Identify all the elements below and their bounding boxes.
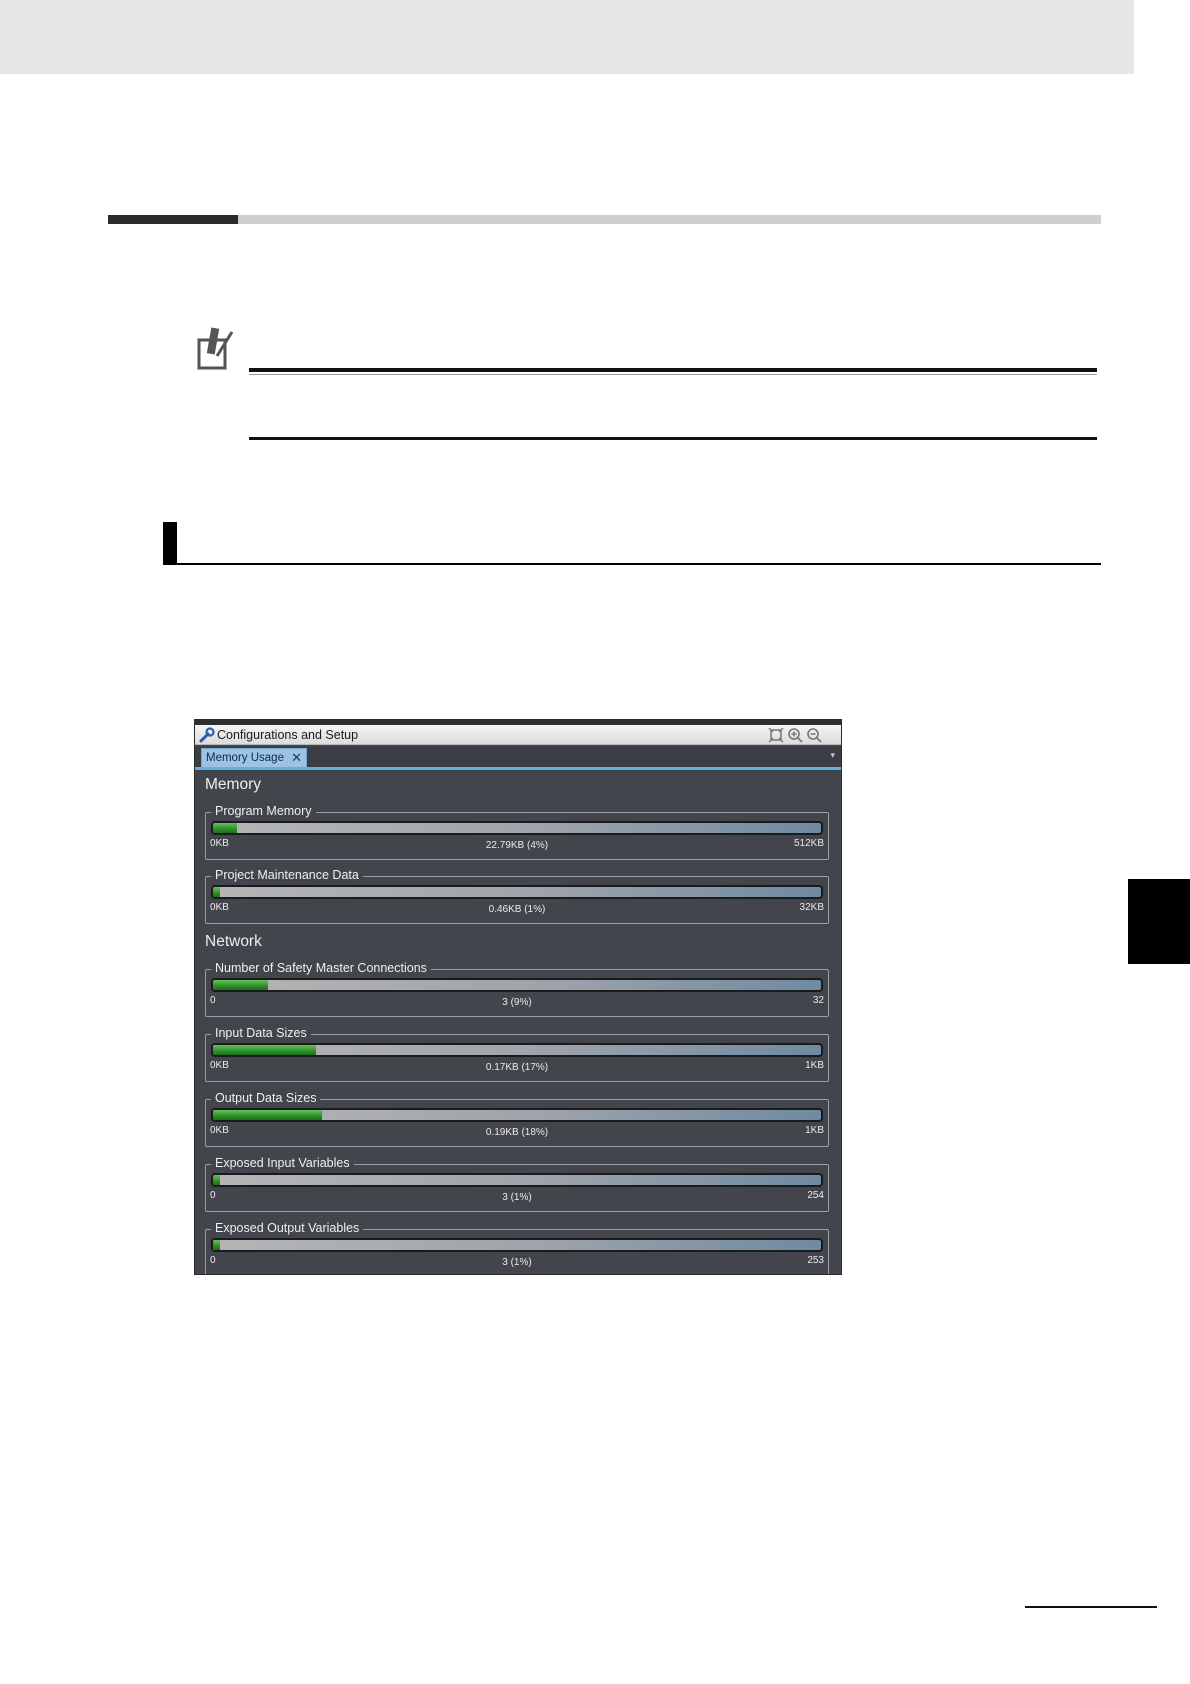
usage-group: Exposed Output Variables 0 3 (1%) 253 — [205, 1221, 829, 1274]
usage-progress-fill — [213, 1110, 323, 1120]
usage-min-label: 0 — [210, 1255, 216, 1266]
usage-progress-bar — [211, 1108, 823, 1122]
footer-rule — [1025, 1606, 1157, 1608]
usage-progress-fill — [213, 823, 238, 833]
usage-value-label: 0.19KB (18%) — [485, 1127, 549, 1138]
window-titlebar[interactable]: Configurations and Setup — [195, 725, 841, 745]
network-heading: Network — [205, 933, 262, 950]
zoom-in-icon[interactable] — [787, 727, 803, 743]
section-heading-rule — [108, 215, 1101, 224]
usage-value-label: 3 (1%) — [502, 1192, 532, 1203]
usage-value-label: 0.17KB (17%) — [485, 1062, 549, 1073]
subsection-marker — [163, 522, 177, 564]
usage-group: Output Data Sizes 0KB 0.19KB (18%) 1KB — [205, 1091, 829, 1147]
usage-max-label: 32KB — [799, 902, 824, 913]
page-header-band — [0, 0, 1134, 74]
window-top-edge — [195, 720, 841, 725]
usage-group: Number of Safety Master Connections 0 3 (9… — [205, 961, 829, 1017]
usage-label: Exposed Input Variables — [211, 1156, 354, 1170]
usage-value-label: 22.79KB (4%) — [485, 840, 549, 851]
usage-progress-bar — [211, 978, 823, 992]
tab-memory-usage[interactable]: Memory Usage ✕ — [201, 748, 307, 768]
usage-progress-bar — [211, 885, 823, 899]
zoom-out-icon[interactable] — [806, 727, 822, 743]
usage-label: Program Memory — [211, 804, 316, 818]
usage-group: Project Maintenance Data 0KB 0.46KB (1%) 32… — [205, 868, 829, 924]
usage-progress-bar — [211, 1238, 823, 1252]
memory-heading: Memory — [205, 776, 261, 793]
fit-window-icon[interactable] — [768, 727, 784, 743]
usage-max-label: 32 — [812, 995, 824, 1006]
usage-progress-fill — [213, 1045, 317, 1055]
memory-usage-window: Configurations and Setup Memory Usage ✕ … — [194, 719, 842, 1275]
usage-value-label: 3 (9%) — [502, 997, 532, 1008]
usage-progress-fill — [213, 1240, 221, 1250]
usage-label: Output Data Sizes — [211, 1091, 321, 1105]
usage-value-label: 3 (1%) — [502, 1257, 532, 1268]
usage-progress-fill — [213, 887, 221, 897]
usage-label: Input Data Sizes — [211, 1026, 311, 1040]
usage-min-label: 0KB — [210, 1125, 229, 1136]
usage-min-label: 0KB — [210, 1060, 229, 1071]
window-title: Configurations and Setup — [217, 728, 359, 742]
chapter-side-tab — [1128, 879, 1190, 964]
precaution-top-rule — [249, 368, 1097, 372]
usage-max-label: 1KB — [805, 1060, 824, 1071]
usage-value-label: 0.46KB (1%) — [488, 904, 546, 915]
usage-max-label: 253 — [807, 1255, 824, 1266]
usage-max-label: 1KB — [805, 1125, 824, 1136]
usage-label: Number of Safety Master Connections — [211, 961, 431, 975]
tab-label: Memory Usage — [206, 752, 284, 764]
usage-group: Input Data Sizes 0KB 0.17KB (17%) 1KB — [205, 1026, 829, 1082]
usage-progress-fill — [213, 980, 268, 990]
usage-group: Program Memory 0KB 22.79KB (4%) 512KB — [205, 804, 829, 860]
precaution-top-rule-thin — [249, 374, 1097, 375]
usage-progress-bar — [211, 821, 823, 835]
subsection-rule — [163, 563, 1101, 565]
tab-bar: Memory Usage ✕ ▾ — [195, 746, 841, 768]
usage-min-label: 0KB — [210, 902, 229, 913]
usage-min-label: 0 — [210, 1190, 216, 1201]
wrench-icon — [199, 727, 215, 743]
precaution-icon — [197, 327, 234, 370]
section-heading-rule-accent — [108, 215, 238, 224]
usage-min-label: 0 — [210, 995, 216, 1006]
usage-label: Project Maintenance Data — [211, 868, 363, 882]
usage-max-label: 512KB — [793, 838, 824, 849]
tab-accent-line — [195, 767, 841, 770]
close-icon[interactable]: ✕ — [291, 750, 302, 765]
usage-max-label: 254 — [807, 1190, 824, 1201]
usage-progress-bar — [211, 1043, 823, 1057]
usage-group: Exposed Input Variables 0 3 (1%) 254 — [205, 1156, 829, 1212]
tab-dropdown-icon[interactable]: ▾ — [830, 750, 835, 760]
usage-label: Exposed Output Variables — [211, 1221, 364, 1235]
usage-progress-bar — [211, 1173, 823, 1187]
usage-min-label: 0KB — [210, 838, 229, 849]
usage-progress-fill — [213, 1175, 221, 1185]
precaution-bottom-rule — [249, 437, 1097, 440]
